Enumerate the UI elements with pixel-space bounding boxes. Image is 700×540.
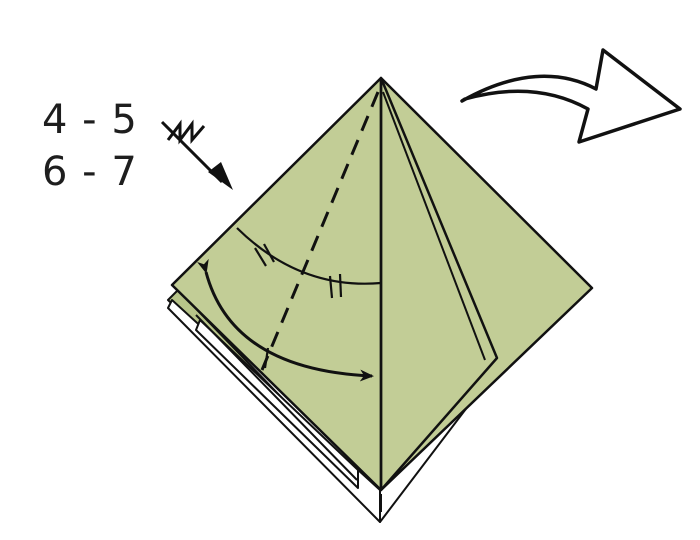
- zigzag-arrow-icon: [160, 119, 233, 190]
- curved-double-arrow-icon: [197, 258, 374, 382]
- step-number-bottom: 6 - 7: [42, 149, 138, 195]
- right-flap-edge: [382, 91, 486, 361]
- step-number-top: 4 - 5: [42, 97, 138, 143]
- swing-arrow-tick: [263, 347, 270, 369]
- turn-over-arrow-icon: [460, 48, 682, 144]
